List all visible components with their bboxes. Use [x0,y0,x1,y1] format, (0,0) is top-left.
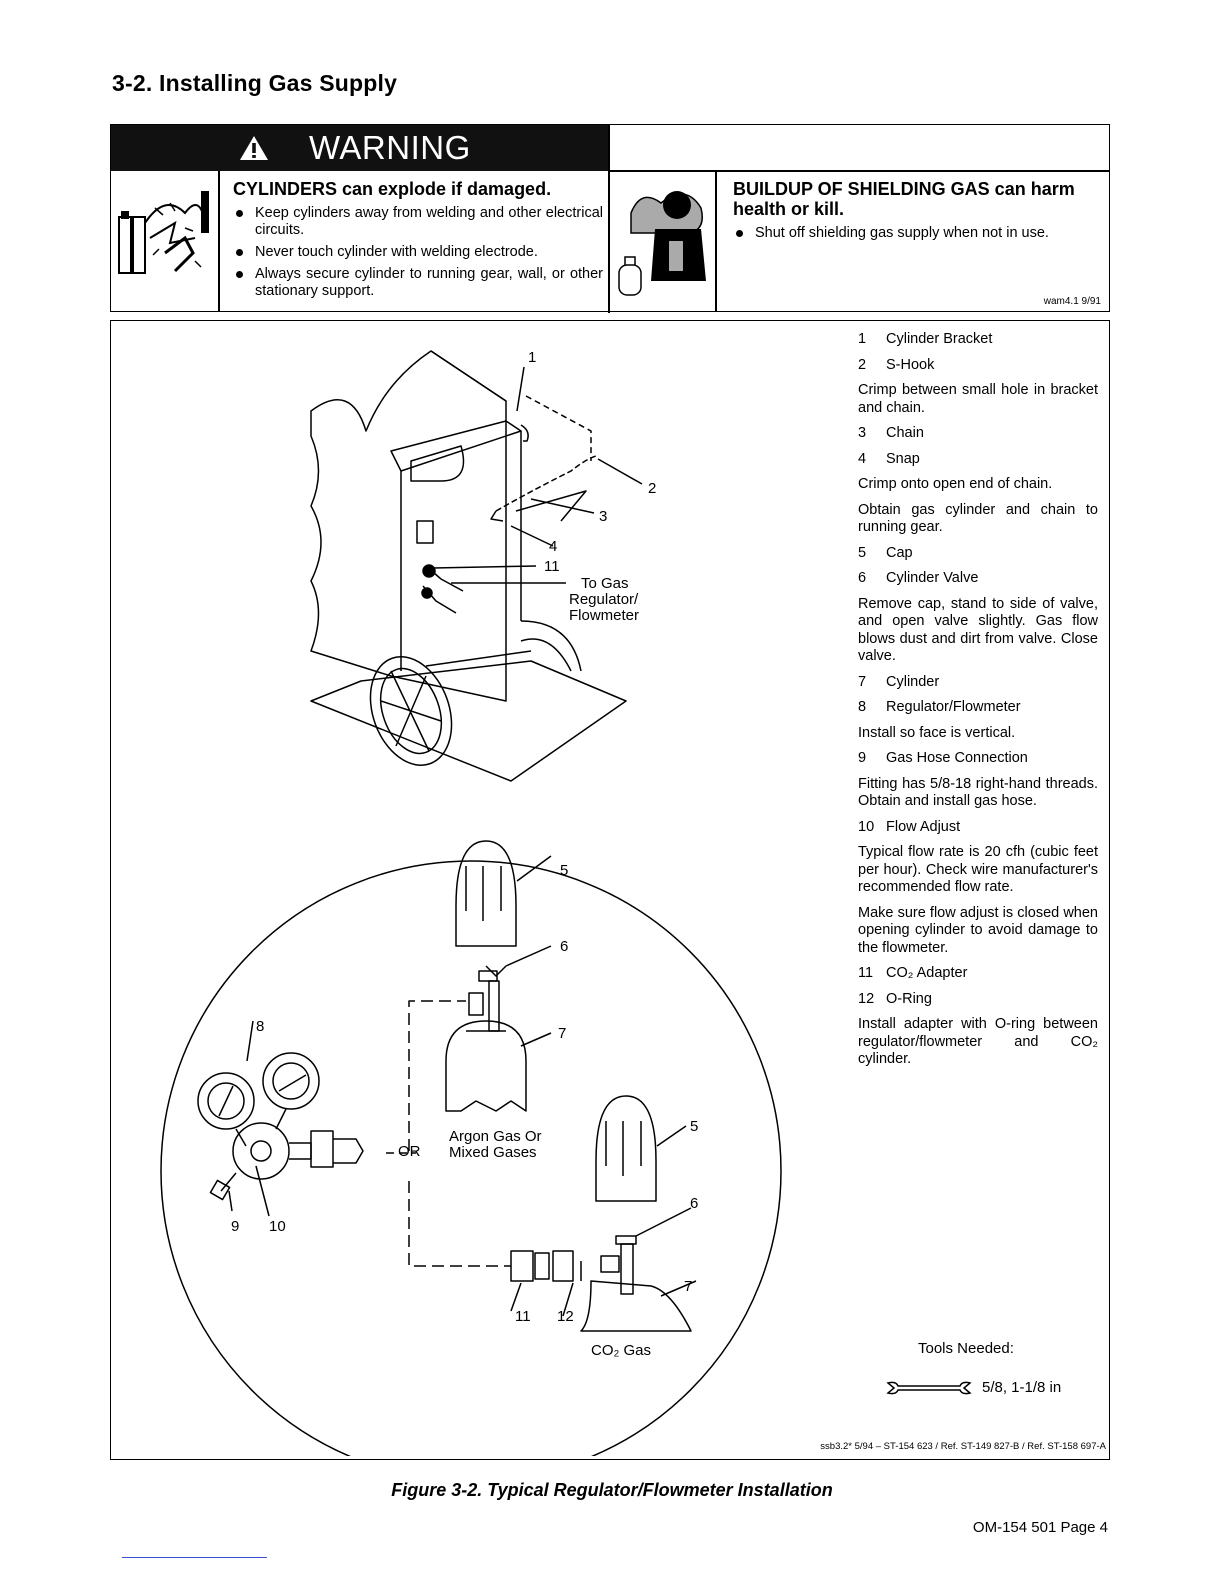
cylinders-warning-title: CYLINDERS can explode if damaged. [233,179,552,199]
callout-7: 7 [684,1278,693,1295]
warning-code: wam4.1 9/91 [1043,296,1101,307]
callout-1: 1 [528,349,537,366]
figure-box: 1 2 3 4 11 To Gas Regulator/ Flowmeter 5… [110,320,1110,1460]
callout-5: 5 [690,1118,699,1135]
warning-banner-label: WARNING [309,129,471,166]
tools-needed-label: Tools Needed: [918,1340,1014,1357]
mixed-gases-label: Mixed Gases [449,1144,537,1161]
legend-note: Install adapter with O-ring between regu… [858,1016,1098,1067]
legend-note: Crimp between small hole in bracket and … [858,382,1098,416]
shielding-gas-warning-list: Shut off shielding gas supply when not i… [733,225,1103,247]
argon-label: Argon Gas Or [449,1128,542,1145]
bullet-icon [236,210,243,217]
callout-8: 8 [256,1018,265,1035]
callout-4: 4 [549,538,558,555]
callout-11: 11 [515,1308,531,1325]
footer-rule [122,1557,267,1558]
cylinders-bullet: Always secure cylinder to running gear, … [233,266,603,300]
callout-2: 2 [648,480,657,497]
shielding-gas-warning-title: BUILDUP OF SHIELDING GAS can harm health… [733,179,1075,219]
legend-note: Obtain gas cylinder and chain to running… [858,501,1098,536]
warning-triangle-icon [240,136,268,160]
running-gear-drawing [310,350,627,782]
bullet-icon [236,249,243,256]
cylinder-explosion-icon [118,191,209,274]
flowmeter-label: Flowmeter [569,607,640,624]
callout-5: 5 [560,862,569,879]
legend-note: Fitting has 5/8-18 right-hand threads. O… [858,775,1098,810]
regulator-label: Regulator/ [569,591,639,608]
gas-buildup-icon [618,191,706,296]
warning-banner: WARNING [111,125,608,171]
callout-6: 6 [560,938,569,955]
callout-9: 9 [231,1218,240,1235]
callout-11: 11 [544,558,560,575]
legend-note: Crimp onto open end of chain. [858,476,1053,492]
callout-3: 3 [599,508,608,525]
legend-note: Typical flow rate is 20 cfh (cubic feet … [858,844,1098,895]
callout-7: 7 [558,1025,567,1042]
shielding-gas-bullet: Shut off shielding gas supply when not i… [733,225,1103,242]
warning-box: WARNING CYLINDERS can explode if damaged… [110,124,1110,313]
page-number: OM-154 501 Page 4 [972,1519,1108,1536]
or-label: OR [398,1143,421,1160]
cylinders-warning-list: Keep cylinders away from welding and oth… [233,205,603,305]
callout-10: 10 [269,1218,286,1235]
section-title: 3-2. Installing Gas Supply [112,70,398,96]
legend-note: Remove cap, stand to side of valve, and … [858,595,1098,665]
cylinders-bullet: Keep cylinders away from welding and oth… [233,205,603,239]
wrench-icon [886,1381,972,1395]
legend-note: Install so face is vertical. [858,724,1016,741]
bullet-icon [736,230,743,237]
figure-reference: ssb3.2* 5/94 – ST-154 623 / Ref. ST-149 … [820,1441,1106,1452]
to-gas-label: To Gas [581,575,629,592]
tools-size: 5/8, 1-1/8 in [982,1379,1062,1396]
legend-note: Make sure flow adjust is closed when ope… [858,904,1098,956]
callout-6: 6 [690,1195,699,1212]
cylinders-bullet: Never touch cylinder with welding electr… [233,244,603,261]
co2-gas-label: CO₂ Gas [591,1342,651,1359]
regulator-installation-diagram [160,350,782,1456]
figure-caption: Figure 3-2. Typical Regulator/Flowmeter … [391,1480,833,1500]
callout-12: 12 [557,1308,574,1325]
bullet-icon [236,271,243,278]
